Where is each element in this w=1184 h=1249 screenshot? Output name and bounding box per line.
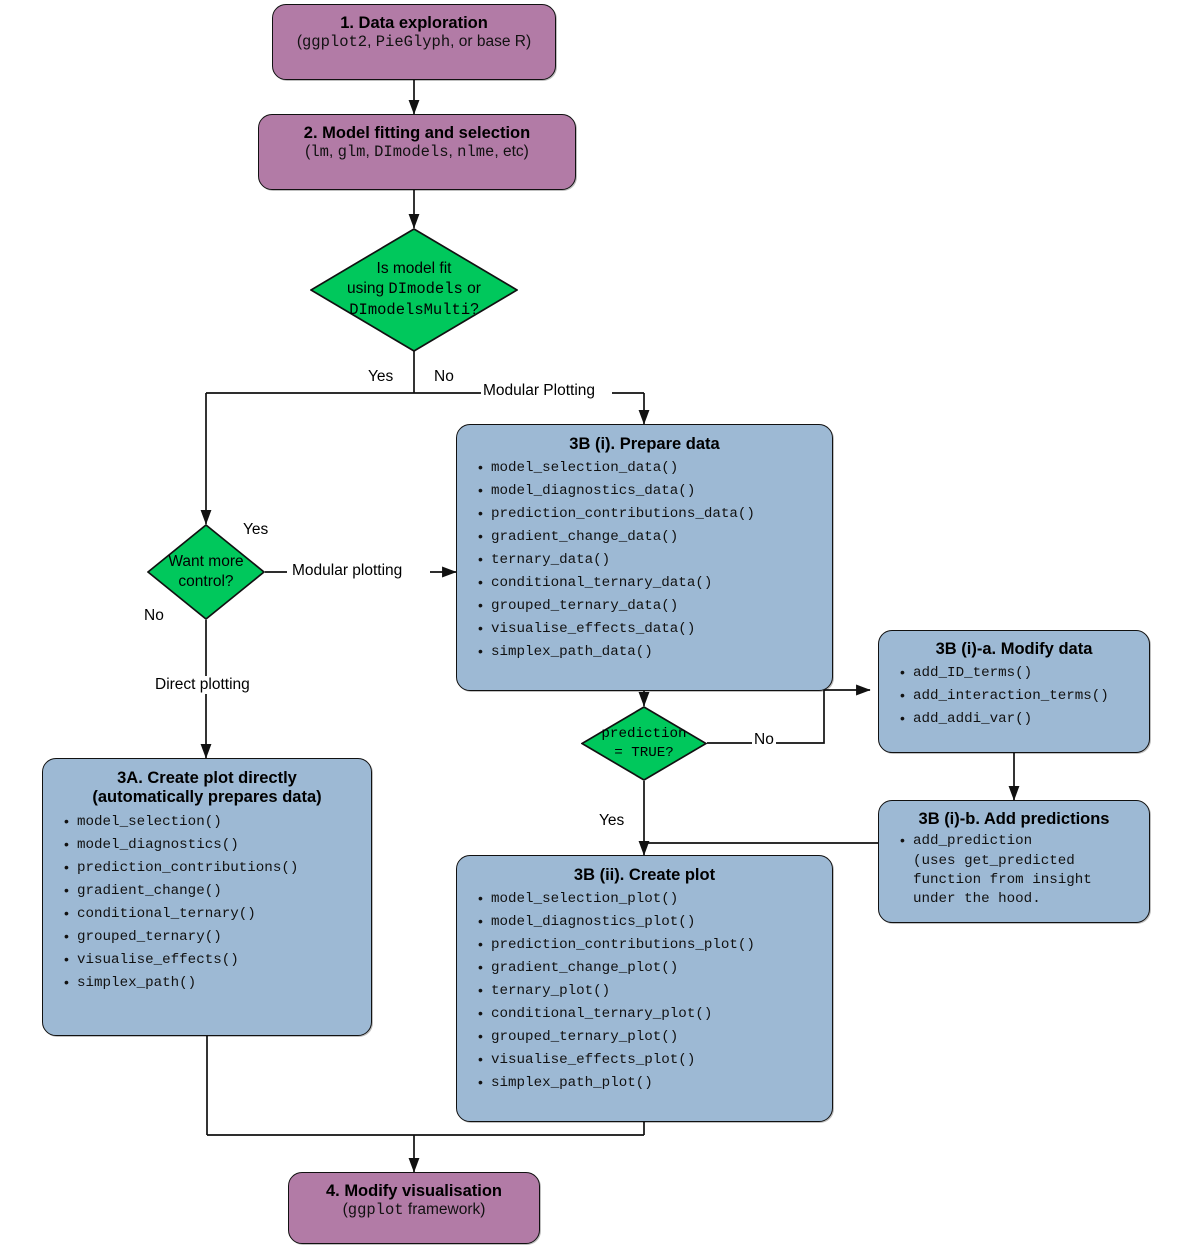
step3a-title-line1: 3A. Create plot directly: [117, 769, 297, 787]
edge-label-modular-plotting-upper: Modular Plotting: [481, 382, 598, 400]
step3b-ia-title: 3B (i)-a. Modify data: [935, 640, 1093, 658]
decision-prediction-true[interactable]: prediction = TRUE?: [581, 706, 707, 781]
edge-label-yes-more-control: Yes: [241, 521, 271, 539]
step3b-ib-title: 3B (i)-b. Add predictions: [918, 810, 1110, 828]
decision-is-model-fit[interactable]: Is model fit using DImodels or DImodelsM…: [310, 228, 518, 352]
edge-label-direct-plotting: Direct plotting: [153, 676, 252, 694]
list-item: model_selection(): [64, 810, 359, 834]
list-item: grouped_ternary_plot(): [478, 1025, 820, 1049]
list-item: add_interaction_terms(): [900, 684, 1137, 708]
decision-prediction-line1: prediction: [601, 726, 687, 743]
decision-want-more-control[interactable]: Want more control?: [147, 524, 265, 620]
list-item: add_ID_terms(): [900, 661, 1137, 685]
node-step3b-i-prepare-data[interactable]: 3B (i). Prepare data model_selection_dat…: [456, 424, 833, 691]
step3b-i-function-list: model_selection_data()model_diagnostics_…: [469, 456, 820, 664]
node-step4-modify-visualisation[interactable]: 4. Modify visualisation (ggplot framewor…: [288, 1172, 540, 1244]
list-item: simplex_path_data(): [478, 640, 820, 664]
list-item: gradient_change(): [64, 879, 359, 903]
step3b-i-title: 3B (i). Prepare data: [569, 435, 720, 453]
step4-subtitle: (ggplot framework): [342, 1201, 486, 1220]
list-item: conditional_ternary_data(): [478, 571, 820, 595]
list-item: model_selection_data(): [478, 456, 820, 480]
edge-label-modular-plotting-lower: Modular plotting: [290, 562, 405, 580]
edge-label-yes-prediction: Yes: [597, 812, 627, 830]
list-item: model_diagnostics(): [64, 833, 359, 857]
list-item: simplex_path_plot(): [478, 1071, 820, 1095]
list-item: add_addi_var(): [900, 707, 1137, 731]
list-item: ternary_plot(): [478, 979, 820, 1003]
list-item: ternary_data(): [478, 548, 820, 572]
list-item: model_selection_plot(): [478, 887, 820, 911]
list-item: grouped_ternary_data(): [478, 594, 820, 618]
step3b-ii-function-list: model_selection_plot()model_diagnostics_…: [469, 887, 820, 1095]
step1-title: 1. Data exploration: [340, 14, 488, 32]
node-step3b-ib-add-predictions[interactable]: 3B (i)-b. Add predictions add_prediction…: [878, 800, 1150, 923]
step1-subtitle: (ggplot2, PieGlyph, or base R): [296, 33, 532, 52]
edge-label-no-model-fit: No: [432, 368, 456, 386]
step3a-title-line2: (automatically prepares data): [92, 788, 322, 807]
node-step3a-create-plot-directly[interactable]: 3A. Create plot directly (automatically …: [42, 758, 372, 1036]
list-item: prediction_contributions_data(): [478, 502, 820, 526]
decision-model-fit-line2: using DImodels or: [347, 280, 481, 299]
edge-label-no-prediction: No: [752, 731, 776, 749]
decision-more-control-line2: control?: [178, 573, 234, 590]
node-step3b-ia-modify-data[interactable]: 3B (i)-a. Modify data add_ID_terms()add_…: [878, 630, 1150, 753]
list-item: conditional_ternary_plot(): [478, 1002, 820, 1026]
list-item: visualise_effects_data(): [478, 617, 820, 641]
edge-label-no-more-control: No: [142, 607, 166, 625]
step3b-ib-function-list: add_prediction(uses get_predictedfunctio…: [891, 831, 1137, 909]
list-item: visualise_effects(): [64, 948, 359, 972]
decision-model-fit-line1: Is model fit: [376, 260, 452, 278]
step3b-ia-function-list: add_ID_terms()add_interaction_terms()add…: [891, 661, 1137, 731]
list-item: prediction_contributions_plot(): [478, 933, 820, 957]
list-item: grouped_ternary(): [64, 925, 359, 949]
decision-more-control-line1: Want more: [168, 553, 244, 571]
step2-subtitle: (lm, glm, DImodels, nlme, etc): [305, 143, 529, 162]
edge-label-yes-model-fit: Yes: [366, 368, 396, 386]
step2-title: 2. Model fitting and selection: [303, 124, 531, 142]
list-item: prediction_contributions(): [64, 856, 359, 880]
node-step3b-ii-create-plot[interactable]: 3B (ii). Create plot model_selection_plo…: [456, 855, 833, 1122]
step4-title: 4. Modify visualisation: [325, 1182, 503, 1200]
list-item: model_diagnostics_plot(): [478, 910, 820, 934]
node-step2-model-fitting[interactable]: 2. Model fitting and selection (lm, glm,…: [258, 114, 576, 190]
list-item: gradient_change_data(): [478, 525, 820, 549]
decision-prediction-line2: = TRUE?: [614, 744, 674, 761]
step3b-ib-item: add_prediction(uses get_predictedfunctio…: [900, 831, 1137, 909]
step3a-function-list: model_selection()model_diagnostics()pred…: [55, 810, 359, 995]
list-item: gradient_change_plot(): [478, 956, 820, 980]
node-step1-data-exploration[interactable]: 1. Data exploration (ggplot2, PieGlyph, …: [272, 4, 556, 80]
list-item: conditional_ternary(): [64, 902, 359, 926]
list-item: visualise_effects_plot(): [478, 1048, 820, 1072]
list-item: simplex_path(): [64, 971, 359, 995]
list-item: model_diagnostics_data(): [478, 479, 820, 503]
decision-model-fit-line3: DImodelsMulti?: [349, 300, 479, 319]
step3b-ii-title: 3B (ii). Create plot: [573, 866, 716, 884]
